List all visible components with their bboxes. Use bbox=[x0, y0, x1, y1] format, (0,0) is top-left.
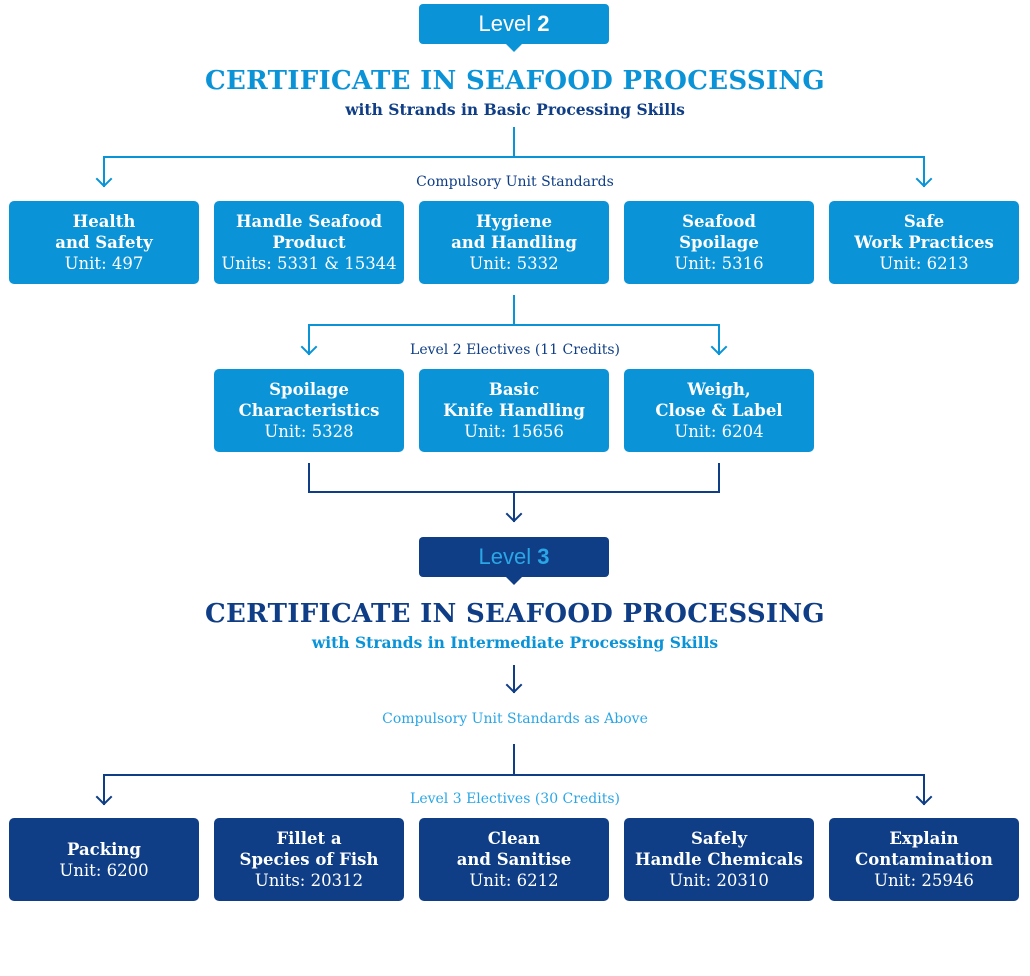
level3-compulsory-label: Compulsory Unit Standards as Above bbox=[382, 711, 648, 727]
level2-electives-label: Level 2 Electives (11 Credits) bbox=[410, 342, 620, 358]
elective-box: Clean and Sanitise Unit: 6212 bbox=[419, 818, 609, 901]
unit-number: Unit: 5328 bbox=[264, 422, 354, 441]
level2-compulsory-branch bbox=[95, 127, 933, 188]
unit-number: Unit: 5316 bbox=[674, 254, 764, 273]
level2-title: CERTIFICATE IN SEAFOOD PROCESSING bbox=[205, 66, 825, 96]
arrow-down-icon bbox=[300, 345, 318, 356]
unit-number: Unit: 20310 bbox=[669, 871, 769, 890]
elective-box: Spoilage Characteristics Unit: 5328 bbox=[214, 369, 404, 452]
arrow-down-icon bbox=[505, 683, 523, 694]
level2-badge-word: Level bbox=[478, 11, 532, 36]
unit-number: Unit: 25946 bbox=[874, 871, 974, 890]
level2-compulsory-label: Compulsory Unit Standards bbox=[416, 174, 614, 190]
unit-name: Health and Safety bbox=[55, 212, 153, 252]
level3-badge-word: Level bbox=[478, 544, 532, 569]
level2-badge-number: 2 bbox=[537, 11, 550, 36]
arrow-down-icon bbox=[915, 795, 933, 806]
elective-box: Explain Contamination Unit: 25946 bbox=[829, 818, 1019, 901]
unit-box: Seafood Spoilage Unit: 5316 bbox=[624, 201, 814, 284]
arrow-down-icon bbox=[710, 345, 728, 356]
elective-box: Packing Unit: 6200 bbox=[9, 818, 199, 901]
unit-name: Safely Handle Chemicals bbox=[635, 829, 803, 869]
unit-number: Unit: 6213 bbox=[879, 254, 969, 273]
unit-name: Spoilage Characteristics bbox=[238, 380, 380, 420]
level3-badge-number: 3 bbox=[537, 544, 550, 569]
unit-number: Unit: 6212 bbox=[469, 871, 559, 890]
unit-number: Unit: 5332 bbox=[469, 254, 559, 273]
level3-badge: Level 3 bbox=[419, 537, 609, 585]
level2-to-level3-merge bbox=[308, 463, 720, 523]
unit-name: Fillet a Species of Fish bbox=[239, 829, 379, 869]
unit-name: Handle Seafood Product bbox=[235, 212, 383, 252]
level3-subtitle: with Strands in Intermediate Processing … bbox=[311, 633, 719, 652]
unit-name: Seafood Spoilage bbox=[679, 212, 759, 252]
elective-box: Fillet a Species of Fish Units: 20312 bbox=[214, 818, 404, 901]
unit-number: Unit: 6204 bbox=[674, 422, 764, 441]
unit-box: Safe Work Practices Unit: 6213 bbox=[829, 201, 1019, 284]
unit-number: Unit: 497 bbox=[64, 254, 144, 273]
unit-number: Units: 20312 bbox=[254, 871, 364, 890]
unit-name: Basic Knife Handling bbox=[443, 380, 585, 420]
arrow-down-icon bbox=[505, 512, 523, 523]
unit-name: Clean and Sanitise bbox=[456, 829, 572, 869]
unit-number: Unit: 6200 bbox=[59, 860, 149, 880]
unit-box: Hygiene and Handling Unit: 5332 bbox=[419, 201, 609, 284]
unit-name: Hygiene and Handling bbox=[451, 212, 577, 252]
level2-subtitle: with Strands in Basic Processing Skills bbox=[345, 100, 685, 119]
unit-name: Packing bbox=[67, 839, 141, 859]
arrow-down-icon bbox=[95, 795, 113, 806]
arrow-down-icon bbox=[95, 177, 113, 188]
elective-box: Basic Knife Handling Unit: 15656 bbox=[419, 369, 609, 452]
level3-electives-label: Level 3 Electives (30 Credits) bbox=[410, 791, 620, 807]
unit-box: Handle Seafood Product Units: 5331 & 153… bbox=[214, 201, 404, 284]
unit-name: Weigh, Close & Label bbox=[655, 380, 783, 420]
level2-badge: Level 2 bbox=[419, 4, 609, 52]
level3-down-arrow bbox=[505, 665, 523, 694]
unit-box: Health and Safety Unit: 497 bbox=[9, 201, 199, 284]
level3-electives-branch bbox=[95, 744, 933, 806]
unit-number: Units: 5331 & 15344 bbox=[221, 254, 397, 273]
arrow-down-icon bbox=[915, 177, 933, 188]
level2-electives-branch bbox=[300, 295, 728, 356]
elective-box: Weigh, Close & Label Unit: 6204 bbox=[624, 369, 814, 452]
elective-box: Safely Handle Chemicals Unit: 20310 bbox=[624, 818, 814, 901]
unit-name: Safe Work Practices bbox=[854, 212, 994, 252]
unit-number: Unit: 15656 bbox=[464, 422, 564, 441]
level3-title: CERTIFICATE IN SEAFOOD PROCESSING bbox=[205, 599, 825, 629]
unit-name: Explain Contamination bbox=[855, 829, 993, 869]
